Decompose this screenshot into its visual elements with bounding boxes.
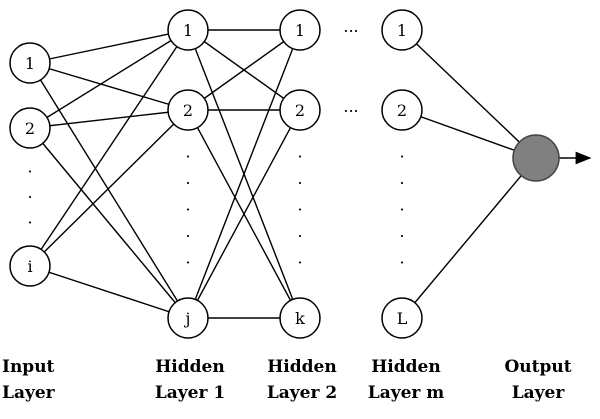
hidden-layer-2-label-line2: Layer 2 <box>266 383 338 403</box>
hiddenm-node-2: 2 <box>381 89 423 131</box>
hidden2-node-k-label: k <box>295 309 305 328</box>
edge-hidden1-1-hidden2-0 <box>187 29 301 111</box>
hidden-layer-m-label-line1: Hidden <box>371 357 441 377</box>
edge-input-2-hidden1-2 <box>29 265 189 319</box>
vertical-ellipsis-dot: · <box>185 200 190 219</box>
hidden2-node-1: 1 <box>279 9 321 51</box>
hidden-layer-2-label: Hidden Layer 2 <box>262 354 342 406</box>
hidden1-node-1-label: 1 <box>183 21 193 40</box>
hidden-layer-1-label: Hidden Layer 1 <box>150 354 230 406</box>
hidden2-node-2: 2 <box>279 89 321 131</box>
output-layer-label-line1: Output <box>504 357 572 377</box>
hidden-layer-1-label-line2: Layer 1 <box>154 383 226 403</box>
edge-hidden1-2-hidden2-1 <box>187 109 301 319</box>
hidden1-node-2-label: 2 <box>183 101 193 120</box>
horizontal-ellipsis: ... <box>343 17 358 36</box>
edge-input-1-hidden1-1 <box>29 109 189 129</box>
vertical-ellipsis-dot: · <box>399 227 404 246</box>
input-node-i-label: i <box>27 257 32 276</box>
hidden-layer-1-label-line1: Hidden <box>155 357 225 377</box>
hidden1-node-j-label: j <box>184 309 191 328</box>
input-node-2-label: 2 <box>25 119 35 138</box>
hiddenm-node-L: L <box>381 297 423 339</box>
hidden1-node-j: j <box>167 297 209 339</box>
vertical-ellipsis-dot: · <box>297 174 302 193</box>
vertical-ellipsis-dot: · <box>399 253 404 272</box>
hiddenm-node-2-label: 2 <box>397 101 407 120</box>
edge-input-0-hidden1-2 <box>29 62 189 319</box>
vertical-ellipsis-dot: · <box>27 213 32 232</box>
edge-input-1-hidden1-2 <box>29 127 189 319</box>
edge-hiddenm-0-output <box>401 29 537 159</box>
hidden1-node-1: 1 <box>167 9 209 51</box>
edge-input-2-hidden1-0 <box>29 29 189 267</box>
vertical-ellipsis-dot: · <box>27 188 32 207</box>
vertical-ellipsis-dot: · <box>297 253 302 272</box>
input-layer-label-line1: Input <box>2 357 55 377</box>
hidden2-node-1-label: 1 <box>295 21 305 40</box>
vertical-ellipsis-dot: · <box>185 174 190 193</box>
edge-input-2-hidden1-1 <box>29 109 189 267</box>
horizontal-ellipsis: ... <box>343 97 358 116</box>
hidden-layer-m-label-line2: Layer m <box>367 383 445 403</box>
hidden2-node-2-label: 2 <box>295 101 305 120</box>
input-node-1: 1 <box>9 42 51 84</box>
edge-hidden1-2-hidden2-0 <box>187 29 301 319</box>
vertical-ellipsis-dot: · <box>185 227 190 246</box>
edge-input-1-hidden1-0 <box>29 29 189 129</box>
vertical-ellipsis-dot: · <box>399 147 404 166</box>
hidden1-node-2: 2 <box>167 89 209 131</box>
edge-hiddenm-2-output <box>401 157 537 319</box>
edge-input-0-hidden1-1 <box>29 62 189 111</box>
vertical-ellipsis-dot: · <box>399 200 404 219</box>
hidden2-node-k: k <box>279 297 321 339</box>
vertical-ellipsis-dot: · <box>185 253 190 272</box>
vertical-ellipsis-dot: · <box>297 227 302 246</box>
vertical-ellipsis-dot: · <box>297 147 302 166</box>
output-layer-label: Output Layer <box>498 354 578 406</box>
input-node-2: 2 <box>9 107 51 149</box>
input-layer-label-line2: Layer <box>2 383 55 403</box>
hiddenm-node-1: 1 <box>381 9 423 51</box>
hidden-layer-m-label: Hidden Layer m <box>362 354 450 406</box>
output-node <box>512 134 560 182</box>
edge-input-0-hidden1-0 <box>29 29 189 64</box>
vertical-ellipsis-dot: · <box>185 147 190 166</box>
input-layer-label: Input Layer <box>2 354 62 406</box>
output-layer-label-line2: Layer <box>511 383 565 403</box>
vertical-ellipsis-dot: · <box>297 200 302 219</box>
hiddenm-node-1-label: 1 <box>397 21 407 40</box>
hidden-layer-2-label-line1: Hidden <box>267 357 337 377</box>
hiddenm-node-L-label: L <box>397 309 408 328</box>
input-node-1-label: 1 <box>25 54 35 73</box>
input-node-i: i <box>9 245 51 287</box>
vertical-ellipsis-dot: · <box>27 162 32 181</box>
vertical-ellipsis-dot: · <box>399 174 404 193</box>
